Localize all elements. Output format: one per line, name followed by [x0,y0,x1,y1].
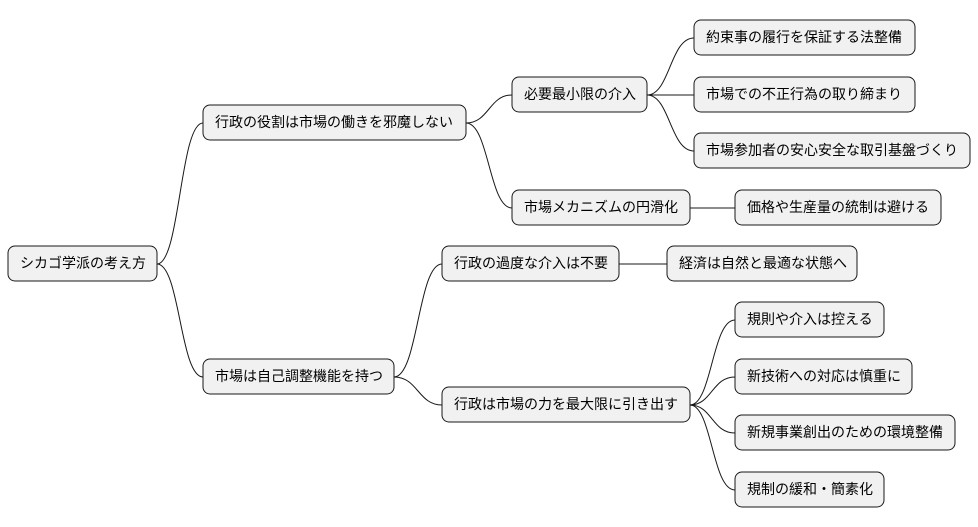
branch2-sub1-leaf1-label: 経済は自然と最適な状態へ [679,255,847,272]
branch2-sub1-label: 行政の過度な介入は不要 [454,256,608,272]
branch1-label: 行政の役割は市場の働きを邪魔しない [215,114,453,131]
branch1-sub2-leaf1-label: 価格や生産量の統制は避ける [747,200,929,216]
edges [156,37,736,491]
branch2-sub2-leaf3-node: 新規事業創出のための環境整備 [734,414,956,451]
edge-root-branch2 [156,263,204,378]
branch1-sub2-leaf1-node: 価格や生産量の統制は避ける [734,189,942,226]
branch1-sub1-node: 必要最小限の介入 [511,76,648,113]
edge-branch2-sub2 [393,376,443,406]
branch2-sub2-leaf2-node: 新技術への対応は慎重に [734,358,913,395]
branch1-sub1-leaf1-node: 約束事の履行を保証する法整備 [693,19,916,56]
edge-sub2-2-leaf2 [689,376,736,406]
branch2-sub2-node: 行政は市場の力を最大限に引き出す [441,386,691,423]
edge-sub2-2-leaf4 [689,404,736,491]
branch2-sub2-leaf4-node: 規制の緩和・簡素化 [734,471,885,508]
branch2-sub2-leaf3-label: 新規事業創出のための環境整備 [747,425,943,441]
branch1-sub1-leaf3-label: 市場参加者の安心安全な取引基盤づくり [706,142,958,159]
branch1-sub1-leaf1-label: 約束事の履行を保証する法整備 [706,30,902,46]
branch2-node: 市場は自己調整機能を持つ [202,358,395,395]
branch2-sub2-leaf1-label: 規則や介入は控える [747,312,873,328]
branch2-sub1-leaf1-node: 経済は自然と最適な状態へ [666,245,858,282]
edge-sub2-2-leaf3 [689,404,736,434]
branch1-sub1-leaf3-node: 市場参加者の安心安全な取引基盤づくり [693,132,971,169]
branch1-sub1-label: 必要最小限の介入 [524,87,636,103]
branch2-sub2-label: 行政は市場の力を最大限に引き出す [454,396,678,413]
branch1-sub2-label: 市場メカニズムの円滑化 [524,199,678,216]
branch1-sub2-node: 市場メカニズムの円滑化 [511,189,691,226]
root-node: シカゴ学派の考え方 [7,245,158,282]
edge-branch1-sub1 [465,94,513,124]
root-label: シカゴ学派の考え方 [20,255,146,272]
branch2-sub2-leaf4-label: 規制の緩和・簡素化 [747,482,873,498]
edge-root-branch1 [156,122,204,265]
edge-branch2-sub1 [393,263,443,378]
branch1-sub1-leaf2-node: 市場での不正行為の取り締まり [693,76,916,113]
branch2-label: 市場は自己調整機能を持つ [215,368,383,385]
branch2-sub2-leaf2-label: 新技術への対応は慎重に [747,369,901,385]
branch2-sub1-node: 行政の過度な介入は不要 [441,245,620,282]
edge-sub1-1-leaf1 [646,37,695,96]
nodes: シカゴ学派の考え方 行政の役割は市場の働きを邪魔しない 必要最小限の介入 約束事… [7,19,971,508]
branch2-sub2-leaf1-node: 規則や介入は控える [734,301,885,338]
edge-branch1-sub2 [465,122,513,209]
branch1-node: 行政の役割は市場の働きを邪魔しない [202,104,467,141]
branch1-sub1-leaf2-label: 市場での不正行為の取り締まり [706,86,902,103]
edge-sub1-1-leaf3 [646,94,695,152]
edge-sub2-2-leaf1 [689,319,736,406]
